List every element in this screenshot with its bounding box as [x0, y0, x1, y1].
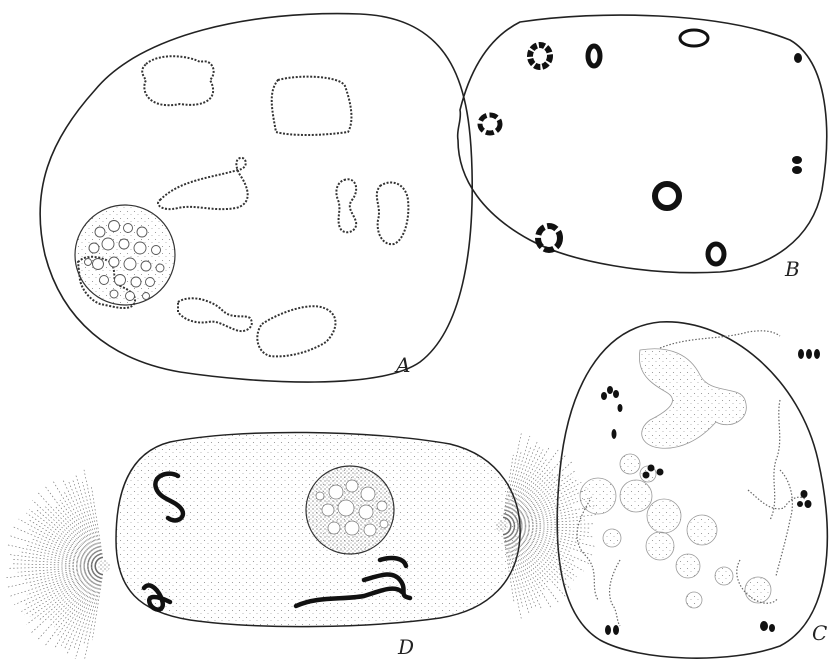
aster-ray	[75, 574, 102, 659]
aster-ray	[32, 539, 96, 563]
aster-ray	[55, 506, 99, 559]
aster-ray	[92, 574, 102, 640]
aster-ray	[57, 573, 100, 637]
aster-ray	[510, 515, 596, 525]
aster-ray	[45, 486, 100, 560]
aster-ray	[63, 479, 101, 559]
aster-ray	[6, 567, 96, 578]
centrosome	[98, 560, 110, 572]
aster-ray	[45, 572, 99, 645]
nucleolus-d	[306, 466, 394, 554]
aster-ray	[8, 566, 96, 568]
aster-ray	[30, 571, 97, 617]
aster-ray	[29, 529, 96, 562]
aster-ray	[69, 482, 101, 559]
panel-label-b: B	[784, 257, 800, 281]
panel-c: C	[557, 322, 827, 658]
aster-ray	[54, 572, 99, 627]
aster-ray	[60, 500, 100, 559]
cell-outline-b	[458, 15, 827, 273]
aster-ray	[510, 497, 593, 524]
panel-b: B	[458, 15, 827, 281]
aster-ray	[9, 568, 96, 596]
aster-ray	[9, 535, 97, 563]
aster-left	[6, 470, 110, 659]
aster-ray	[53, 481, 100, 559]
nucleolus-a	[75, 205, 175, 305]
panel-a: A	[40, 14, 472, 382]
aster-ray	[61, 573, 100, 646]
chromosome-dots	[792, 53, 802, 174]
aster-ray	[49, 572, 98, 622]
panel-label-d: D	[397, 635, 414, 659]
aster-ray	[84, 574, 102, 645]
aster-ray	[54, 573, 100, 649]
aster-ray	[73, 480, 102, 559]
panel-label-c: C	[812, 621, 827, 645]
chromosome-rings	[480, 30, 724, 264]
aster-ray	[27, 569, 97, 595]
panel-label-a: A	[394, 353, 410, 377]
panel-d: D	[6, 432, 596, 659]
aster-ray	[27, 571, 98, 625]
aster-ray	[26, 513, 97, 561]
aster-ray	[510, 528, 594, 555]
